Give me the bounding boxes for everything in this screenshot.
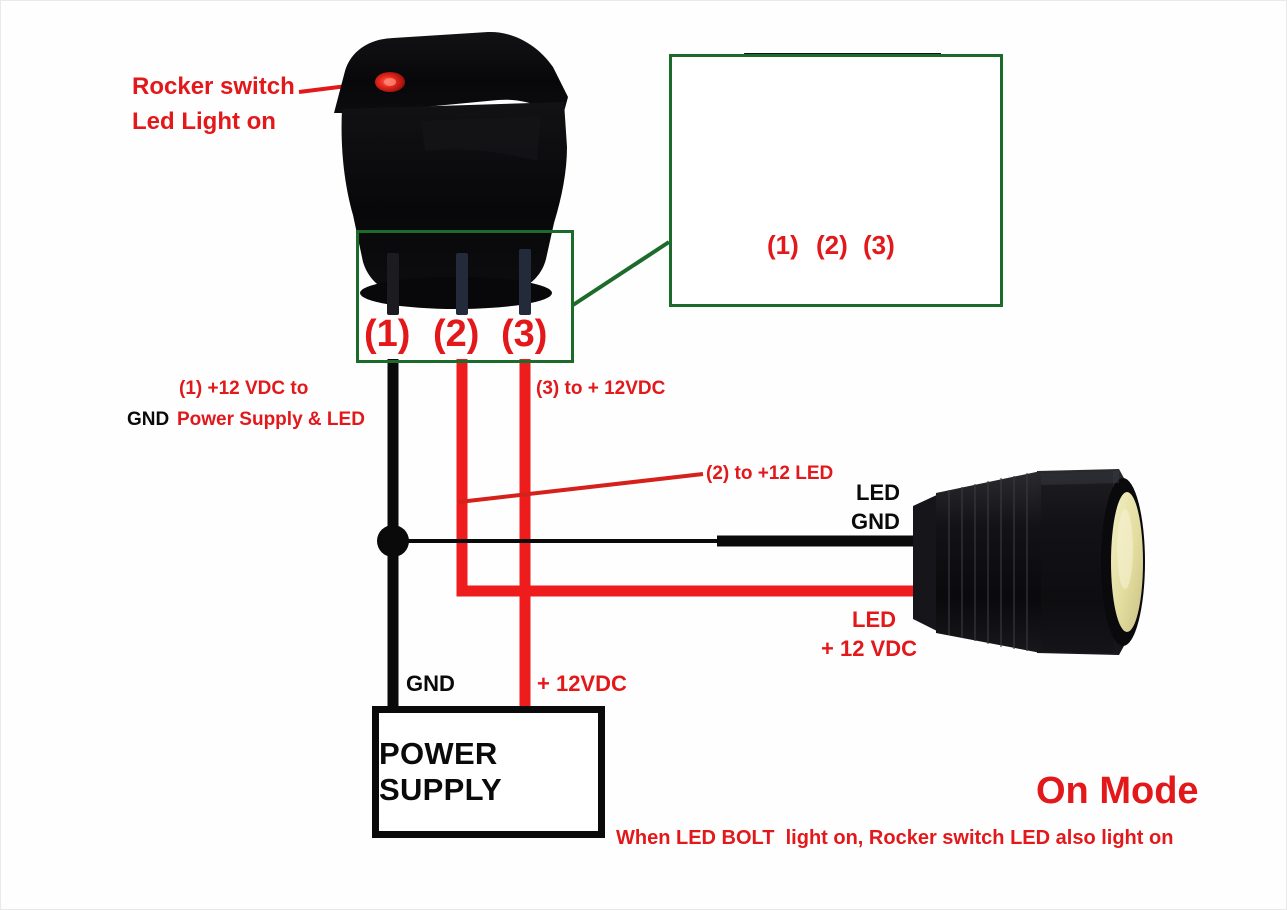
inset-terminal-label-3: (3)	[863, 230, 895, 260]
led-positive-annotation-line2: + 12 VDC	[821, 636, 917, 661]
led-positive-annotation-line1: LED	[852, 607, 896, 632]
wire1-annotation-line2: Power Supply & LED	[177, 409, 365, 430]
diagram-caption: When LED BOLT light on, Rocker switch LE…	[616, 827, 1174, 849]
terminal-label-2: (2)	[433, 313, 480, 355]
led-bolt-photo	[913, 469, 1145, 655]
power-supply-box: POWER SUPPLY	[372, 706, 605, 838]
power-supply-vcc-label: + 12VDC	[537, 671, 627, 696]
led-gnd-annotation-line1: LED	[856, 480, 900, 505]
wire-junction-dot	[377, 525, 409, 557]
terminal-closeup-callout-box	[669, 54, 1003, 307]
wire2-annotation: (2) to +12 LED	[706, 463, 834, 484]
callout-connector-line	[571, 240, 671, 307]
inset-terminal-label-2: (2)	[816, 230, 848, 260]
power-supply-label: POWER SUPPLY	[379, 736, 502, 807]
annotation-rocker-switch-line2: Led Light on	[132, 108, 276, 135]
wire1-gnd-label: GND	[127, 409, 170, 430]
wire1-annotation-line1: (1) +12 VDC to	[179, 378, 309, 399]
terminal-highlight-box	[356, 230, 574, 363]
wire-junction-to-led-gnd	[377, 525, 931, 557]
led-lens	[1111, 492, 1143, 632]
wire-terminal2-to-led-positive	[456, 359, 926, 597]
annotation-rocker-switch-line1: Rocker switch	[132, 73, 295, 100]
terminal-label-3: (3)	[501, 313, 548, 355]
power-supply-gnd-label: GND	[406, 671, 455, 696]
mode-badge: On Mode	[1036, 770, 1199, 812]
leader-line-wire2-label	[458, 472, 704, 504]
terminal-label-1: (1)	[364, 313, 411, 355]
wire3-annotation: (3) to + 12VDC	[536, 378, 666, 399]
inset-terminal-label-1: (1)	[767, 230, 799, 260]
led-gnd-annotation-line2: GND	[851, 509, 900, 534]
leader-line-rocker-switch	[298, 78, 396, 94]
